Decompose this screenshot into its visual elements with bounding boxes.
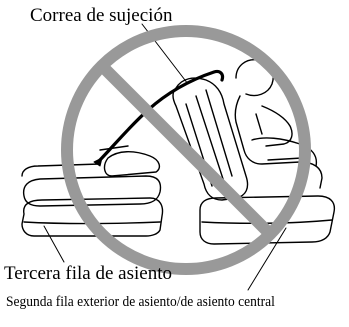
strap-hook-icon bbox=[93, 157, 103, 167]
leader-line-second-row bbox=[247, 227, 287, 291]
label-second-row: Segunda fila exterior de asiento/de asie… bbox=[6, 294, 275, 310]
prohibition-sign-icon bbox=[61, 25, 311, 275]
label-third-row: Tercera fila de asiento bbox=[4, 263, 172, 284]
tether-strap bbox=[96, 69, 225, 164]
label-strap: Correa de sujeción bbox=[30, 5, 173, 26]
leader-line-third-row bbox=[43, 225, 65, 263]
seat-detail bbox=[99, 145, 161, 177]
